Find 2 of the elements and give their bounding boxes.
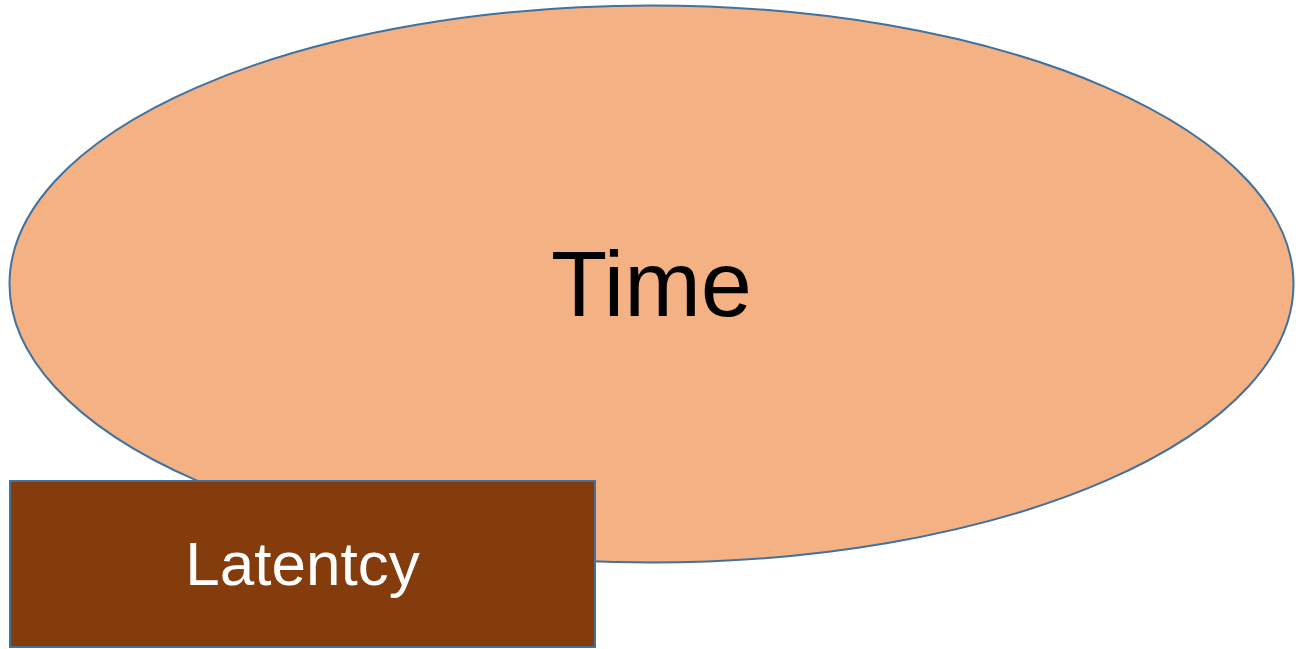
node-label: Time (551, 238, 752, 330)
rectangle-node (9, 480, 596, 648)
